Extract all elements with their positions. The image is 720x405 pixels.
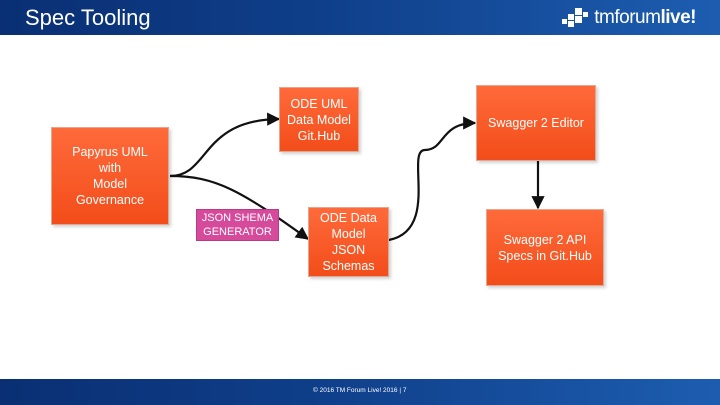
tmforum-logo-mark-icon bbox=[562, 7, 589, 29]
edge-papyrus-to-ode-uml bbox=[169, 112, 281, 178]
node-ode-uml-data-model: ODE UML Data Model Git.Hub bbox=[279, 87, 359, 152]
node-ode-json-schemas: ODE Data Model JSON Schemas bbox=[308, 207, 389, 277]
logo-text: tmforumlive! bbox=[594, 7, 696, 28]
tmforum-logo: tmforumlive! bbox=[562, 6, 696, 30]
slide-title: Spec Tooling bbox=[25, 5, 151, 30]
header-bar: Spec Tooling tmforumlive! bbox=[0, 0, 720, 35]
edge-ode-json-to-swagger-editor bbox=[388, 116, 477, 242]
edge-papyrus-to-ode-json bbox=[169, 174, 310, 240]
node-swagger-editor: Swagger 2 Editor bbox=[476, 85, 596, 161]
footer-copyright: © 2016 TM Forum Live! 2016 | 7 bbox=[313, 387, 407, 394]
footer-bar: © 2016 TM Forum Live! 2016 | 7 bbox=[0, 379, 720, 405]
node-swagger-api-specs: Swagger 2 API Specs in Git.Hub bbox=[486, 209, 604, 286]
node-papyrus-uml: Papyrus UML with Model Governance bbox=[51, 127, 169, 225]
node-json-schema-generator: JSON SHEMA GENERATOR bbox=[196, 209, 279, 241]
